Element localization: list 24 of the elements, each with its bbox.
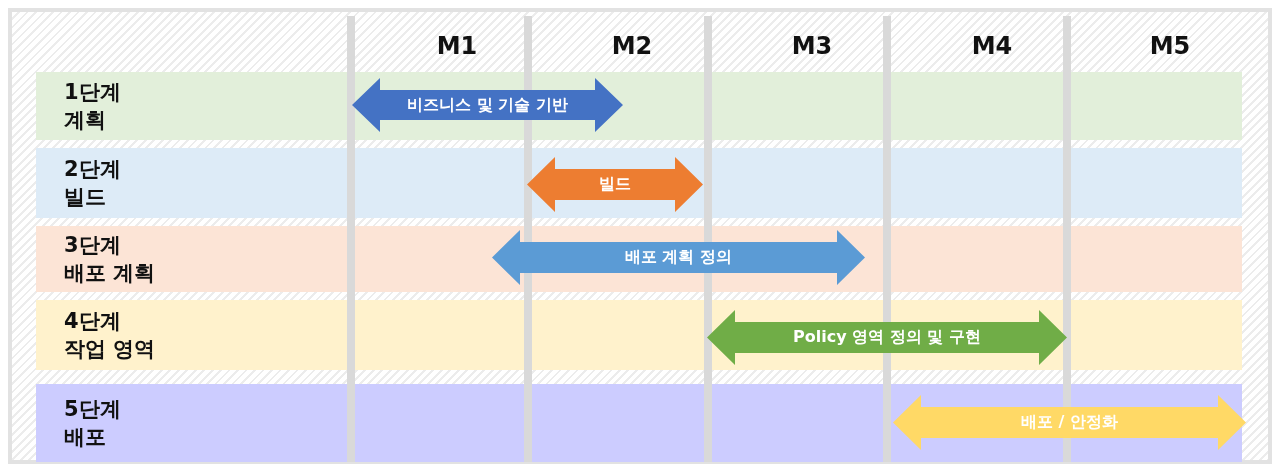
- phase-label: 5단계 배포: [64, 395, 121, 451]
- task-bar: [352, 78, 623, 132]
- phase-band: [36, 300, 1242, 370]
- month-label: M5: [1149, 32, 1191, 60]
- phase-label: 2단계 빌드: [64, 155, 121, 211]
- month-label: M3: [791, 32, 833, 60]
- arrow-label: Policy 영역 정의 및 구현: [793, 328, 981, 347]
- phase-band: [36, 72, 1242, 140]
- month-label: M4: [971, 32, 1013, 60]
- phase-band: [36, 148, 1242, 218]
- task-bar: [527, 157, 703, 212]
- arrow-label: 배포 / 안정화: [1021, 413, 1118, 432]
- task-bar: [893, 395, 1246, 450]
- month-label: M1: [436, 32, 478, 60]
- phase-label: 1단계 계획: [64, 78, 121, 134]
- arrow-label: 비즈니스 및 기술 기반: [407, 95, 568, 115]
- arrow-label: 빌드: [599, 175, 631, 194]
- task-bar: [492, 230, 865, 285]
- phase-label: 3단계 배포 계획: [64, 231, 156, 287]
- phase-band: [36, 226, 1242, 292]
- task-bar: [707, 310, 1067, 365]
- month-label: M2: [611, 32, 653, 60]
- arrow-label: 배포 계획 정의: [624, 248, 733, 267]
- phase-label: 4단계 작업 영역: [64, 307, 156, 363]
